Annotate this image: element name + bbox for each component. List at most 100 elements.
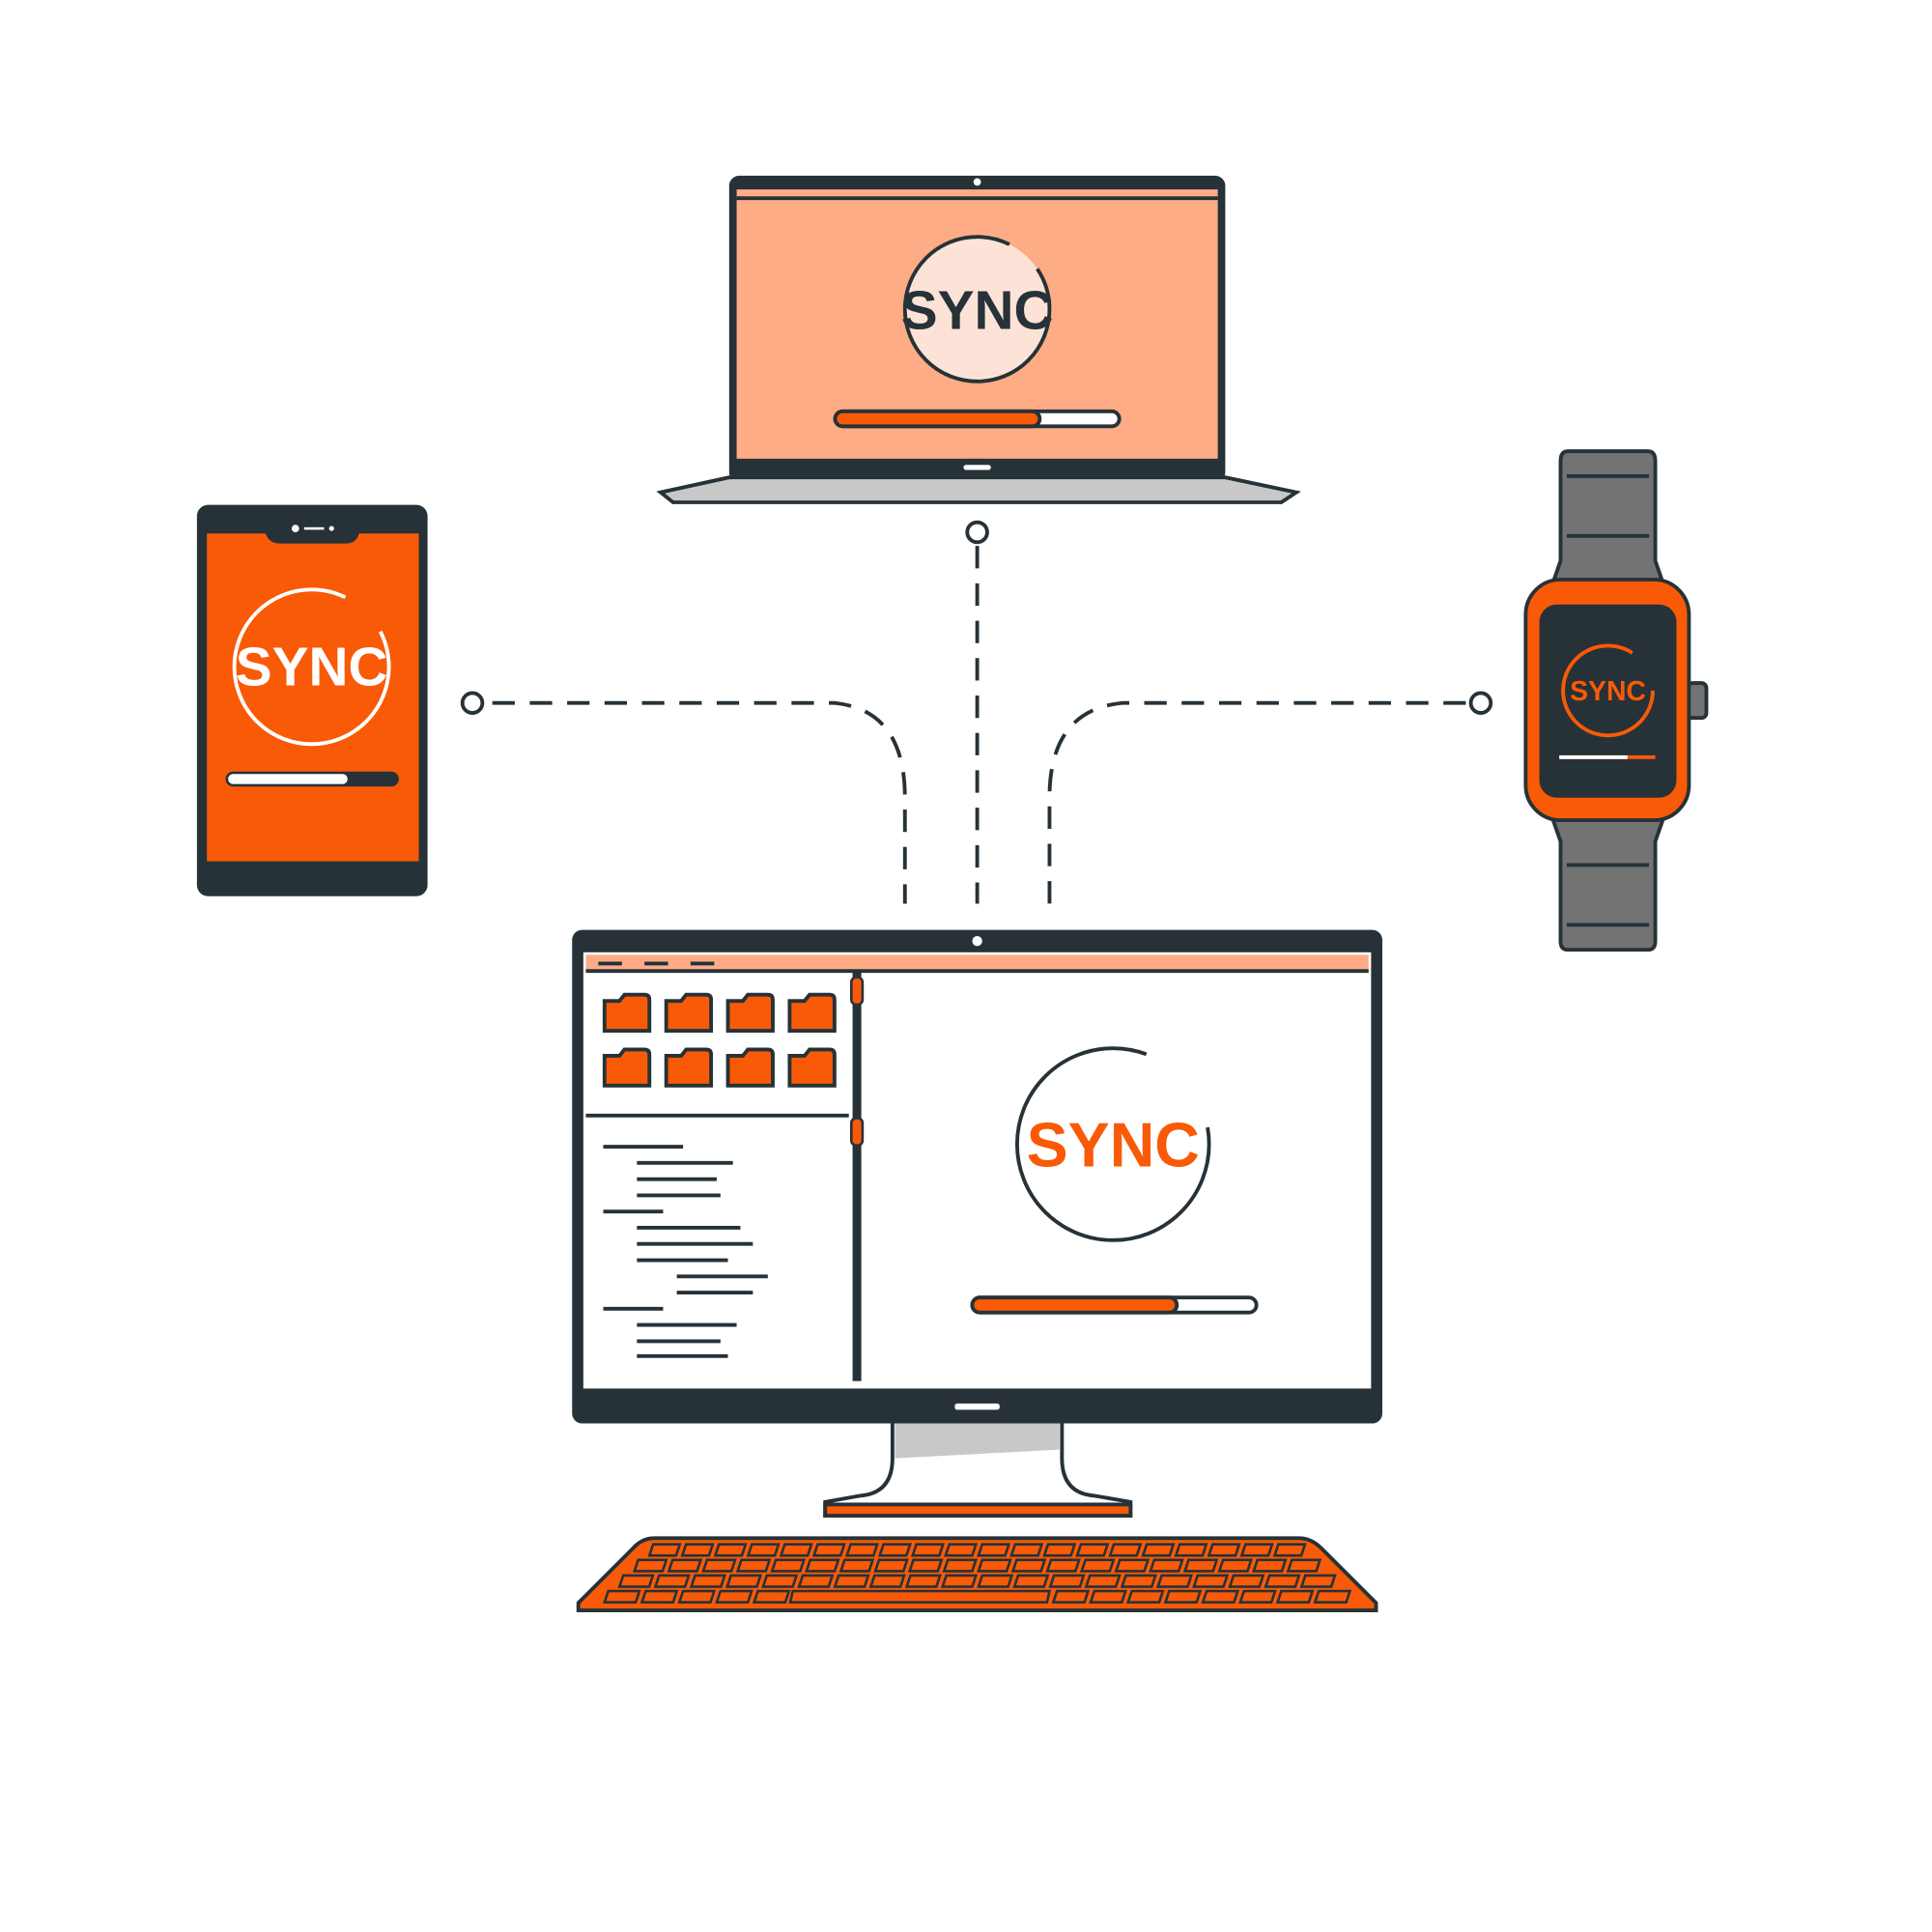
folder-icon[interactable] [725, 1047, 775, 1088]
keyboard-key[interactable] [940, 1574, 979, 1588]
keyboard-key[interactable] [1114, 1558, 1151, 1573]
keyboard-key[interactable] [761, 1574, 799, 1588]
keyboard-key[interactable] [904, 1574, 942, 1588]
watch-progress-bar [1559, 754, 1656, 759]
keyboard-key[interactable] [977, 1558, 1012, 1573]
keyboard-key[interactable] [797, 1574, 835, 1588]
keyboard-key[interactable] [779, 1543, 813, 1557]
keyboard-key[interactable] [1120, 1574, 1157, 1588]
keyboard-key[interactable] [1042, 1543, 1077, 1557]
keyboard-key[interactable] [1010, 1558, 1047, 1573]
keyboard-key[interactable] [724, 1574, 763, 1588]
keyboard-key[interactable] [844, 1543, 879, 1557]
keyboard-key[interactable] [838, 1558, 875, 1573]
keyboard-key[interactable] [944, 1543, 979, 1557]
keyboard-key[interactable] [1238, 1589, 1277, 1604]
keyboard-key[interactable] [1239, 1543, 1274, 1557]
keyboard-key[interactable] [1149, 1558, 1184, 1573]
keyboard-key[interactable] [1313, 1589, 1352, 1604]
keyboard-key[interactable] [1192, 1574, 1230, 1588]
keyboard-key[interactable] [1009, 1543, 1044, 1557]
keyboard-key[interactable] [1079, 1558, 1116, 1573]
keyboard-key[interactable] [1084, 1574, 1122, 1588]
keyboard-key[interactable] [1089, 1589, 1127, 1604]
keyboard-key[interactable] [1207, 1543, 1241, 1557]
keyboard-key[interactable] [1141, 1543, 1176, 1557]
keyboard-key[interactable] [1217, 1558, 1254, 1573]
file-tree [603, 1145, 768, 1358]
phone: SYNC [196, 504, 428, 896]
keyboard-key[interactable] [632, 1558, 668, 1573]
keyboard-key[interactable] [689, 1574, 726, 1588]
keyboard-key[interactable] [701, 1558, 737, 1573]
keyboard-key[interactable] [1252, 1558, 1288, 1573]
keyboard-key[interactable] [1155, 1574, 1194, 1588]
keyboard-key[interactable] [805, 1558, 840, 1573]
keyboard-key[interactable] [1051, 1589, 1091, 1604]
keyboard-key[interactable] [1182, 1558, 1219, 1573]
folder-icon[interactable] [664, 1047, 714, 1088]
keyboard-key[interactable] [868, 1574, 906, 1588]
keyboard-key[interactable] [715, 1589, 753, 1604]
laptop-progress-bar [833, 409, 1122, 429]
keyboard-key[interactable] [1048, 1574, 1086, 1588]
keyboard-key[interactable] [1163, 1589, 1203, 1604]
spacebar-key[interactable] [788, 1589, 1052, 1604]
keyboard-key[interactable] [1012, 1574, 1050, 1588]
keyboard-key[interactable] [873, 1558, 909, 1573]
keyboard-key[interactable] [877, 1543, 912, 1557]
desktop-progress-bar [970, 1295, 1259, 1315]
laptop: SYNC [656, 175, 1301, 504]
folder-icon[interactable] [725, 992, 775, 1034]
folder-icon[interactable] [787, 1047, 837, 1088]
keyboard-key[interactable] [1045, 1558, 1081, 1573]
desktop-sync-label: SYNC [1027, 1111, 1200, 1180]
keyboard-key[interactable] [833, 1574, 870, 1588]
keyboard-key[interactable] [1299, 1574, 1337, 1588]
keyboard-key[interactable] [1286, 1558, 1322, 1573]
keyboard-key[interactable] [1125, 1589, 1165, 1604]
keyboard-key[interactable] [977, 1543, 1011, 1557]
keyboard-key[interactable] [603, 1589, 641, 1604]
keyboard-key[interactable] [667, 1558, 703, 1573]
keyboard-key[interactable] [752, 1589, 791, 1604]
desktop-monitor: SYNC [572, 929, 1382, 1518]
keyboard-key[interactable] [647, 1543, 682, 1557]
laptop-connector-node [965, 520, 989, 545]
keyboard-key[interactable] [735, 1558, 772, 1573]
keyboard-key[interactable] [1228, 1574, 1265, 1588]
keyboard-key[interactable] [770, 1558, 807, 1573]
laptop-sync-label: SYNC [901, 281, 1054, 342]
keyboard-key[interactable] [1174, 1543, 1208, 1557]
keyboard-key[interactable] [1275, 1589, 1315, 1604]
folder-grid [602, 992, 837, 1088]
keyboard-key[interactable] [713, 1543, 748, 1557]
keyboard-key[interactable] [910, 1543, 946, 1557]
keyboard-key[interactable] [811, 1543, 846, 1557]
keyboard-key[interactable] [1201, 1589, 1240, 1604]
connection-lines [460, 520, 1493, 904]
keyboard-key[interactable] [1108, 1543, 1143, 1557]
keyboard-key[interactable] [1264, 1574, 1301, 1588]
phone-connector-node [460, 691, 485, 715]
keyboard [576, 1536, 1378, 1613]
folder-icon[interactable] [602, 1047, 652, 1088]
watch-sync-label: SYNC [1570, 676, 1646, 707]
phone-sync-label: SYNC [236, 638, 388, 698]
watch-connector-node [1468, 691, 1493, 715]
keyboard-key[interactable] [653, 1574, 691, 1588]
keyboard-key[interactable] [680, 1543, 715, 1557]
keyboard-key[interactable] [746, 1543, 781, 1557]
keyboard-key[interactable] [942, 1558, 979, 1573]
folder-icon[interactable] [787, 992, 837, 1034]
keyboard-key[interactable] [1075, 1543, 1110, 1557]
folder-icon[interactable] [602, 992, 652, 1034]
keyboard-key[interactable] [639, 1589, 679, 1604]
folder-icon[interactable] [664, 992, 714, 1034]
keyboard-key[interactable] [677, 1589, 717, 1604]
keyboard-key[interactable] [1272, 1543, 1307, 1557]
keyboard-key[interactable] [617, 1574, 655, 1588]
keyboard-key[interactable] [977, 1574, 1014, 1588]
keyboard-key[interactable] [907, 1558, 944, 1573]
